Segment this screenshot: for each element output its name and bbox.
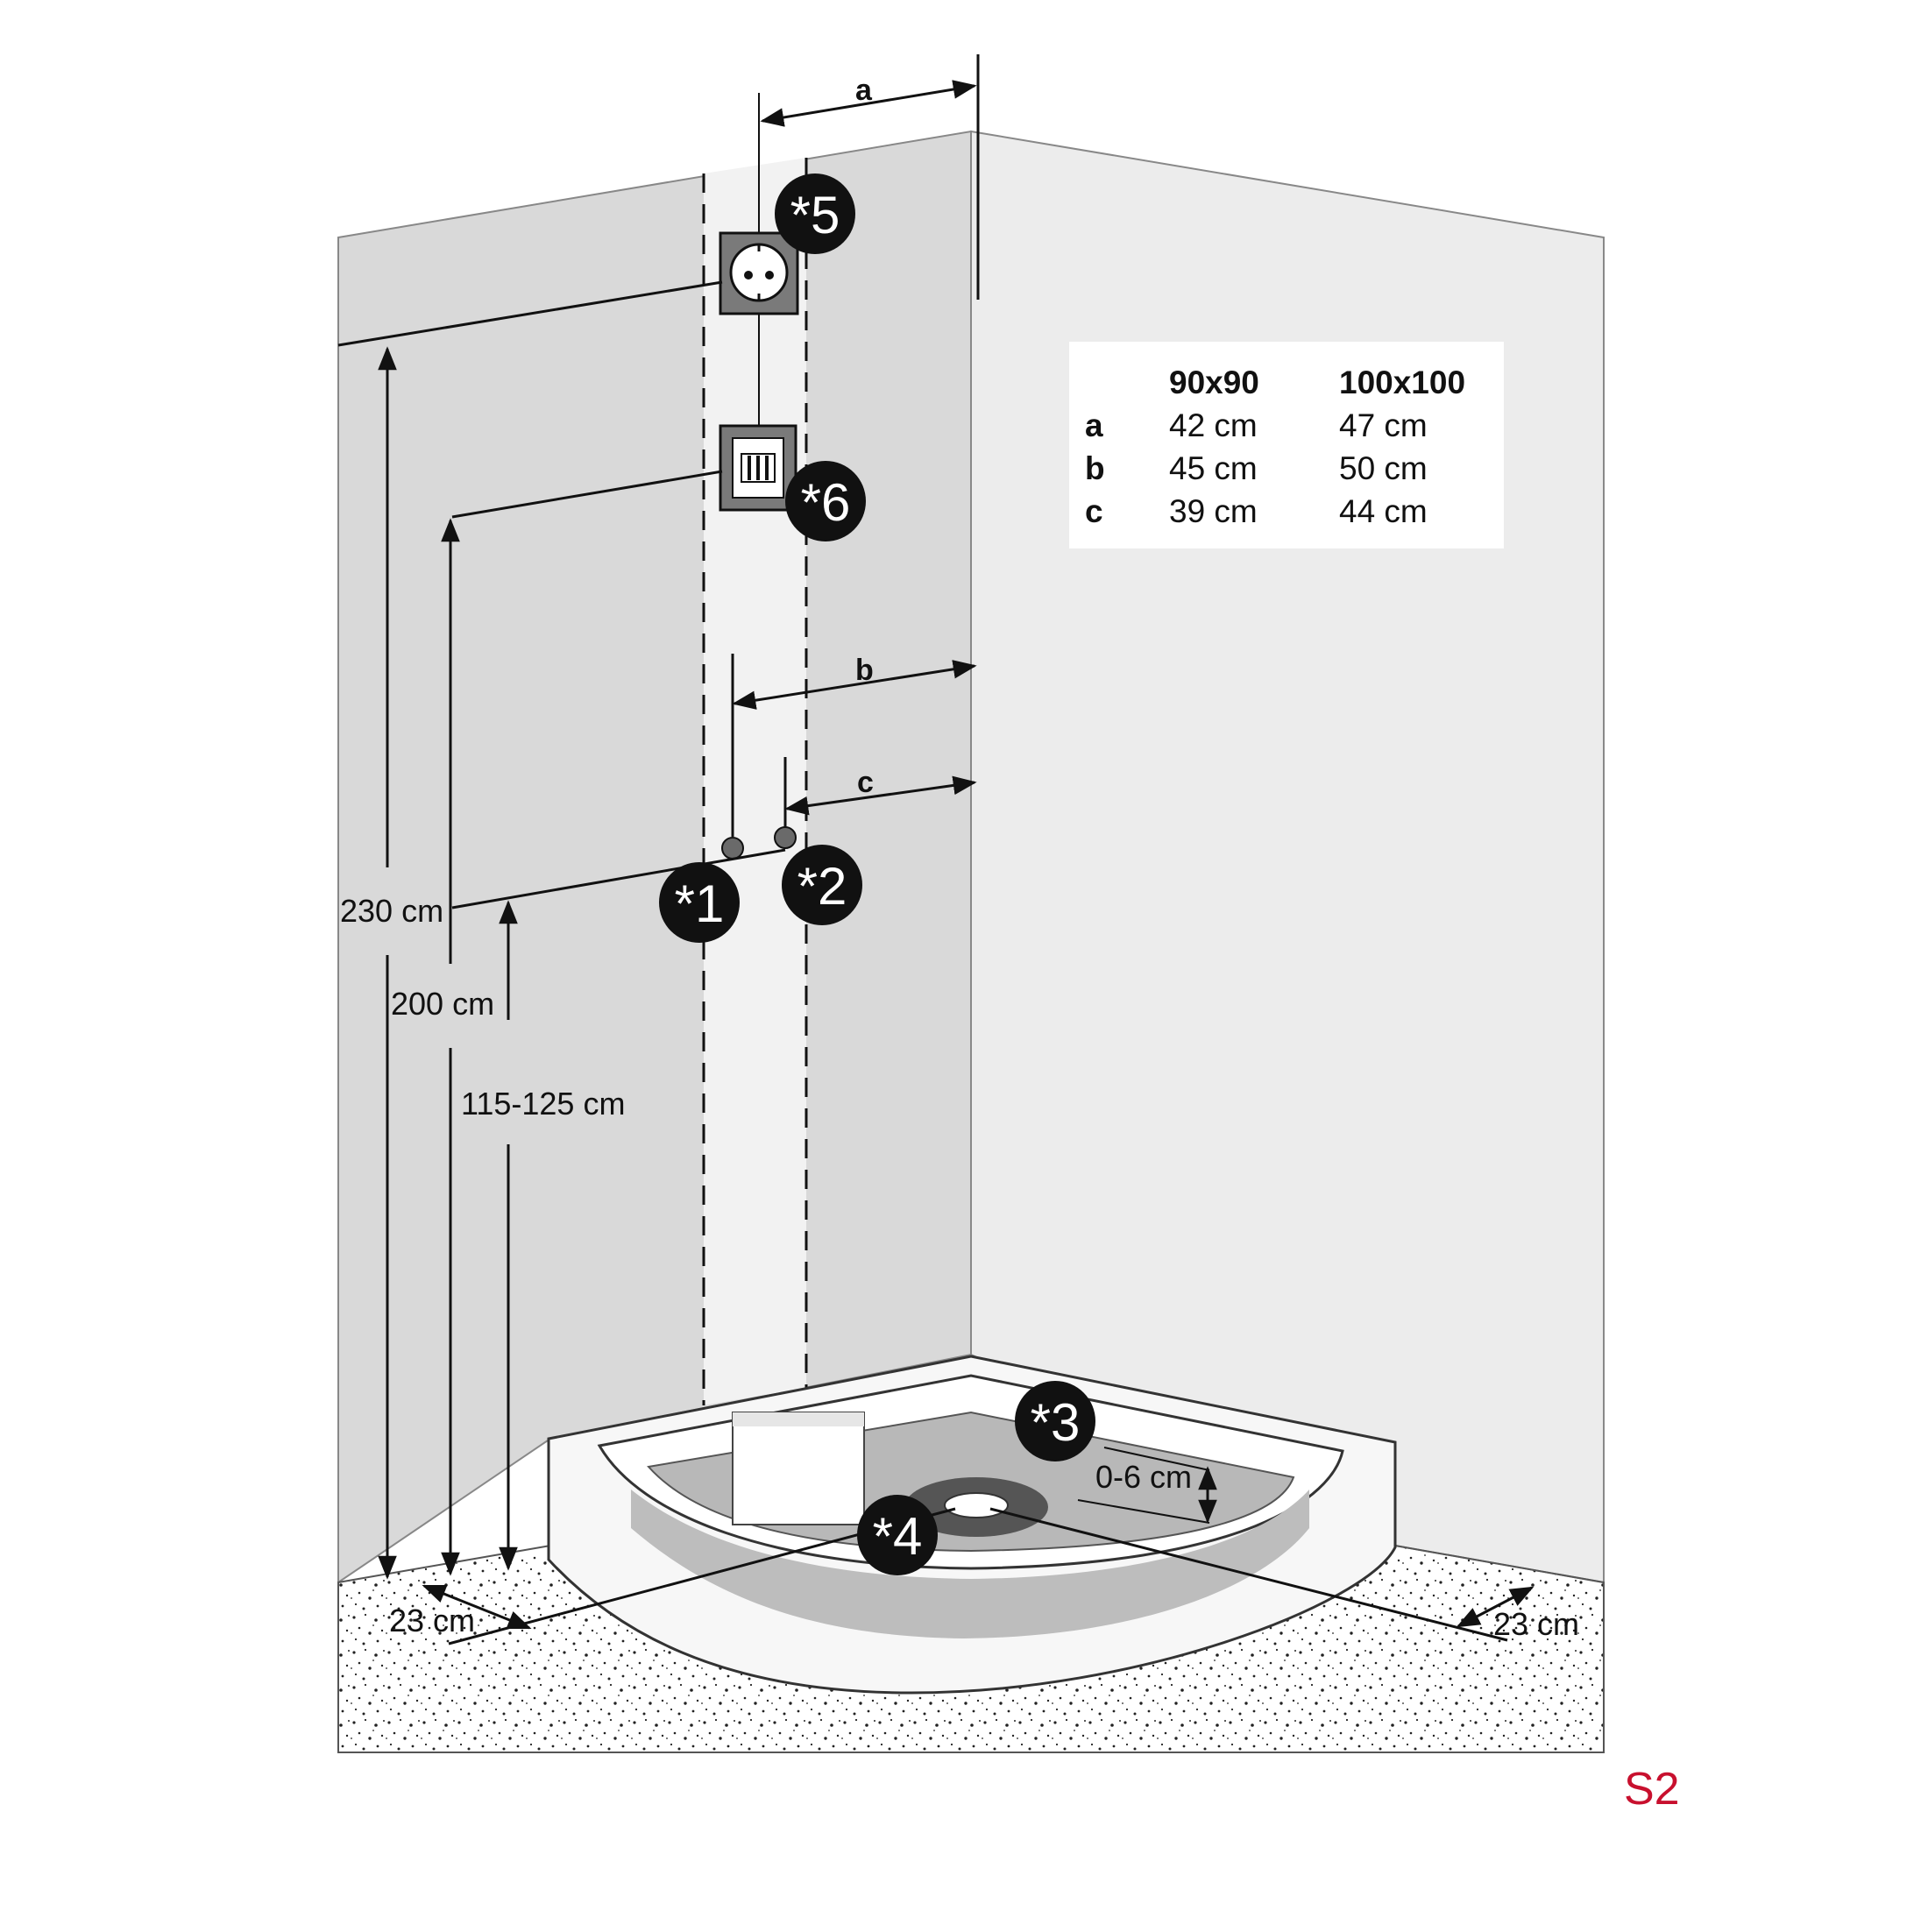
badge-1: *1 <box>659 862 740 943</box>
legend-header-row: 90x90 100x100 <box>1085 361 1497 404</box>
seat-block <box>732 1412 865 1525</box>
legend-cell: c <box>1085 492 1103 529</box>
badge-2: *2 <box>782 845 862 925</box>
badge-5: *5 <box>775 173 855 254</box>
dim-a-arrow <box>760 80 977 127</box>
legend-cell: 50 cm <box>1339 449 1428 486</box>
legend-cell: 45 cm <box>1169 449 1258 486</box>
dimension-legend: 90x90 100x100 a 42 cm 47 cm b 45 cm 50 c… <box>1069 342 1504 548</box>
badge-3: *3 <box>1015 1381 1095 1461</box>
tray-depth-label: 0-6 cm <box>1095 1459 1192 1495</box>
svg-text:*4: *4 <box>873 1507 923 1566</box>
svg-text:*2: *2 <box>797 857 847 916</box>
water-connection-1[interactable] <box>721 837 744 860</box>
legend-row: b 45 cm 50 cm <box>1085 447 1497 490</box>
water-connection-2[interactable] <box>774 826 797 849</box>
dim-c-label: c <box>857 766 874 799</box>
right-offset-arrow <box>1456 1586 1535 1628</box>
socket-face-icon <box>729 243 789 302</box>
installation-zone <box>704 158 806 1405</box>
dim-b-arrow <box>732 660 977 710</box>
legend-cell: 39 cm <box>1169 492 1258 529</box>
svg-text:*3: *3 <box>1031 1393 1081 1452</box>
height-115-label: 115-125 cm <box>461 1086 625 1122</box>
dim-b-label: b <box>855 654 874 687</box>
legend-cell: 42 cm <box>1169 407 1258 443</box>
legend-header-cell: 100x100 <box>1339 364 1466 400</box>
svg-text:*1: *1 <box>675 874 725 933</box>
legend-cell: b <box>1085 449 1105 486</box>
svg-text:*5: *5 <box>790 186 840 244</box>
dim-a-label: a <box>855 74 873 107</box>
legend-row: c 39 cm 44 cm <box>1085 490 1497 533</box>
left-offset-label: 23 cm <box>389 1603 475 1638</box>
seat-block-top <box>733 1412 864 1426</box>
drain-hole <box>944 1492 1009 1518</box>
legend-header-cell: 90x90 <box>1169 364 1259 400</box>
badge-6: *6 <box>785 461 866 541</box>
svg-text:*6: *6 <box>801 473 851 532</box>
legend-cell: 47 cm <box>1339 407 1428 443</box>
legend-cell: 44 cm <box>1339 492 1428 529</box>
legend-table: 90x90 100x100 a 42 cm 47 cm b 45 cm 50 c… <box>1085 361 1497 533</box>
legend-header-cell <box>1085 361 1169 404</box>
legend-row: a 42 cm 47 cm <box>1085 404 1497 447</box>
sheet-label: S2 <box>1624 1764 1680 1815</box>
right-offset-label: 23 cm <box>1493 1606 1579 1642</box>
tray-front-shadow <box>631 1490 1309 1638</box>
dim-c-arrow <box>784 775 977 816</box>
badge-4: *4 <box>857 1495 938 1575</box>
legend-cell: a <box>1085 407 1103 443</box>
height-200-label: 200 cm <box>391 986 494 1022</box>
left-offset-arrow <box>422 1584 532 1630</box>
height-230-label: 230 cm <box>340 893 443 929</box>
left-wall <box>337 130 972 1584</box>
